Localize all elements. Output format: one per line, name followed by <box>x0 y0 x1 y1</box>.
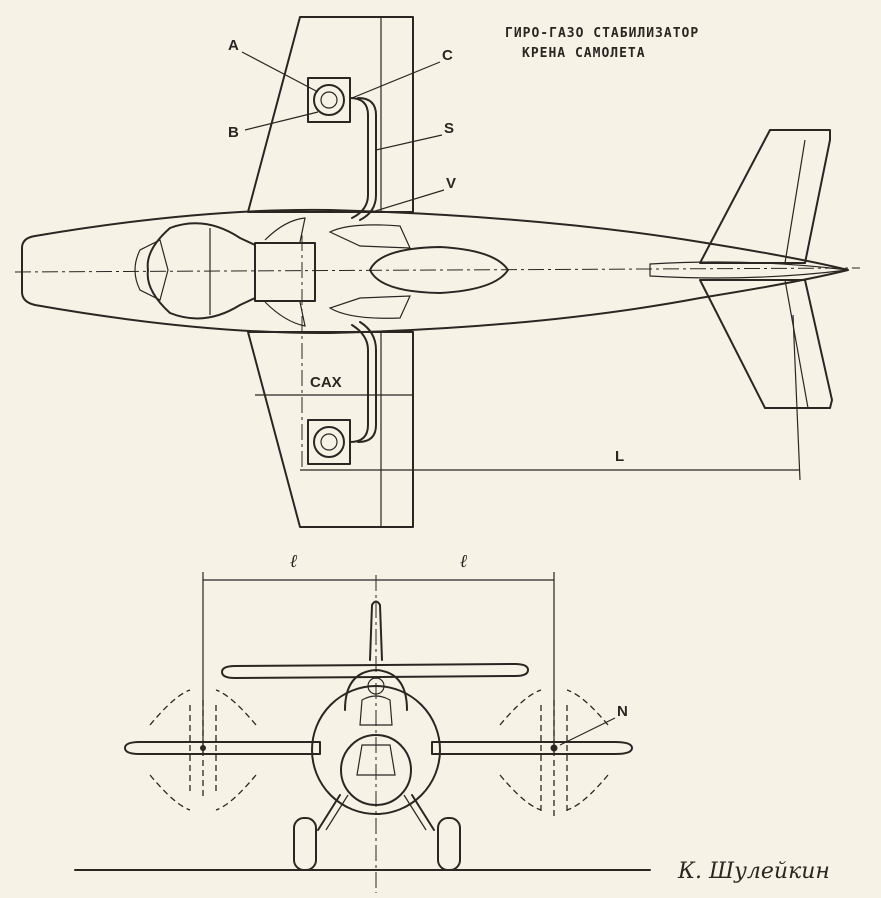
gear-strut-left-2 <box>325 794 349 831</box>
top-view: L A B C S V CAX <box>14 16 861 528</box>
gyro-rotor-inner-upper <box>320 91 338 109</box>
gyro-rotor-lower <box>313 426 345 458</box>
nozzle-n <box>550 744 558 752</box>
tail-cone <box>649 261 849 279</box>
gyro-rotor-inner-lower <box>320 433 338 451</box>
front-view: ℓ ℓ <box>74 551 651 893</box>
gear-strut-right-2 <box>403 794 427 831</box>
pilot-head <box>367 677 385 695</box>
vertical-fin <box>369 600 383 661</box>
stabilizer-upper <box>699 129 831 264</box>
author-signature: К. Шулейкин <box>677 859 830 884</box>
pilot-body <box>359 695 393 726</box>
gas-tube-lower-outer <box>357 321 377 443</box>
label-s: S <box>444 120 454 137</box>
horizontal-stabilizer-front <box>221 663 529 679</box>
leader-v <box>371 189 445 213</box>
wheel-right <box>437 817 461 871</box>
label-l-right: ℓ <box>460 551 468 572</box>
gas-jets-left <box>149 689 257 811</box>
label-c: C <box>442 47 453 64</box>
label-v: V <box>446 175 456 192</box>
gyro-housing-upper <box>307 77 351 123</box>
leader-c <box>351 61 441 99</box>
label-n: N <box>617 703 628 720</box>
gas-nozzle-lower <box>328 295 411 319</box>
exhaust-upper <box>264 217 306 243</box>
title-line-2: КРЕНА САМОЛЕТА <box>522 46 646 61</box>
title-line-1: ГИРО-ГАЗО СТАБИЛИЗАТОР <box>505 26 699 41</box>
leader-a <box>241 51 319 93</box>
engine-front <box>340 734 412 806</box>
label-l-upper: L <box>615 448 624 465</box>
longitudinal-axis <box>14 267 861 273</box>
gear-strut-right <box>411 794 435 831</box>
label-l-left: ℓ <box>290 551 298 572</box>
label-cax: CAX <box>310 374 342 391</box>
gas-jets-right <box>499 689 609 820</box>
dimension-extension-l <box>792 314 801 481</box>
wing-front-left <box>124 741 321 755</box>
wing-front-right <box>431 741 633 755</box>
gear-strut-left <box>317 794 341 831</box>
wheel-left <box>293 817 317 871</box>
leader-b <box>244 111 319 131</box>
gas-tube-upper <box>349 97 369 219</box>
leader-s <box>375 134 443 151</box>
leader-n <box>559 717 616 746</box>
elevator-hinge-upper <box>784 139 806 264</box>
wing-lower <box>247 331 414 528</box>
engine-section <box>254 242 316 302</box>
engine-cowling <box>146 222 256 320</box>
gas-nozzle-upper <box>328 224 411 249</box>
label-a: A <box>228 37 239 54</box>
elevator-hinge-lower <box>784 279 809 409</box>
fuselage-front <box>311 685 441 815</box>
gas-tube-lower <box>349 324 369 443</box>
engine-detail <box>356 744 396 776</box>
canopy-front <box>344 669 408 711</box>
propeller-hub <box>134 239 169 301</box>
stabilizer-lower <box>699 279 833 409</box>
wing-upper <box>247 16 414 213</box>
gas-tube-upper-outer <box>357 97 377 221</box>
gyro-rotor-upper <box>313 84 345 116</box>
exhaust-lower <box>264 301 306 327</box>
label-b: B <box>228 124 239 141</box>
